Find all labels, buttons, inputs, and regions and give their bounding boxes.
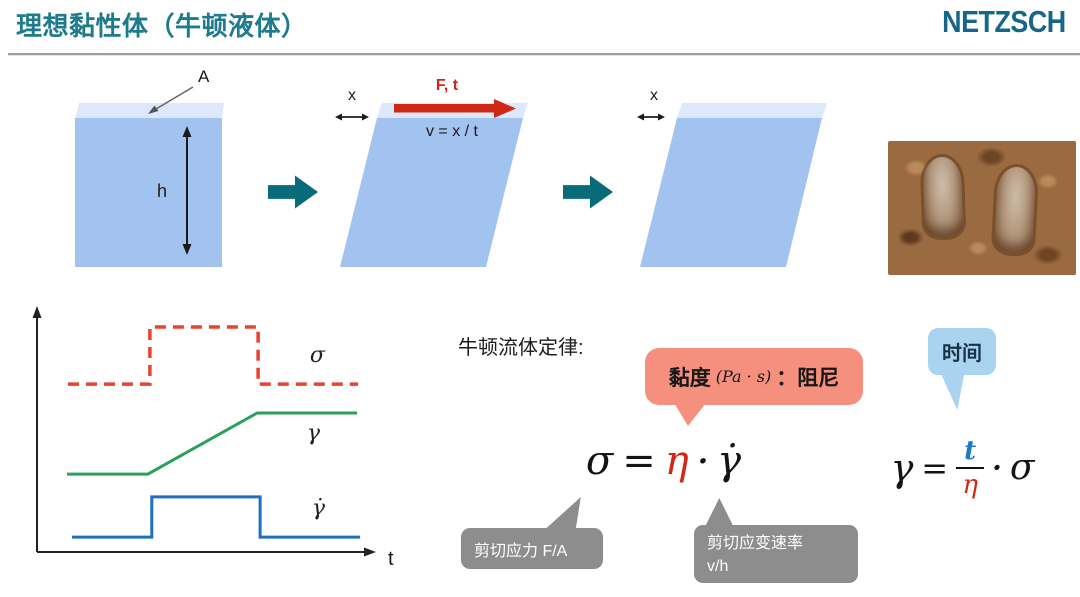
time-response-chart: σ γ γ̇ t [32, 306, 394, 570]
formula-gamma-dot: γ̇ [717, 438, 742, 484]
newton-law-heading: 牛顿流体定律: [458, 337, 584, 359]
mud-footprints-photo [888, 141, 1076, 275]
viscosity-unit: (Pa · s) [715, 367, 772, 386]
page-title: 理想黏性体（牛顿液体） [16, 11, 308, 41]
formula-denominator-eta: η [962, 469, 978, 500]
force-arrow-shaft [394, 104, 494, 113]
x-axis-arrow-icon [364, 547, 376, 557]
formula-equals: = [921, 448, 949, 487]
force-label: F, t [436, 77, 459, 94]
header-divider [8, 53, 1080, 55]
displacement-arrow-left-icon [335, 113, 342, 121]
transition-arrow-icon [563, 175, 613, 209]
y-axis-arrow-icon [32, 306, 42, 318]
height-arrow-up-icon [182, 126, 192, 137]
area-label: A [198, 67, 210, 86]
displacement-label: x [348, 87, 356, 104]
chart-series-label: γ [307, 421, 321, 446]
stress-callout-label: 剪切应力 F/A [474, 542, 568, 560]
chart-series-label: σ [310, 343, 326, 368]
chart-series-line [72, 495, 361, 539]
viscosity-callout-suffix: ：阻尼 [776, 366, 840, 390]
formula-eta: η [664, 438, 689, 484]
formula-dot: · [992, 451, 1002, 484]
formula-sigma: σ [1009, 447, 1035, 488]
stress-callout: 剪切应力 F/A [461, 528, 603, 569]
height-label: h [157, 181, 167, 201]
displacement-arrow-right-icon [362, 113, 369, 121]
sheared-block-diagram-final: x [637, 87, 827, 267]
area-pointer-line [150, 86, 194, 113]
stress-callout-tail-icon [544, 497, 581, 530]
time-callout: 时间 [928, 328, 996, 375]
footprint-right [993, 166, 1037, 254]
area-pointer-arrowhead-icon [148, 105, 159, 114]
strain-time-formula: γ = t η · σ [880, 420, 1045, 515]
chart-series-group: σ γ γ̇ [67, 325, 361, 539]
strain-rate-callout-line2: v/h [707, 558, 729, 576]
time-callout-tail-icon [940, 373, 965, 410]
viscosity-callout: 黏度 (Pa · s) ：阻尼 [645, 348, 863, 405]
block-top-face [75, 103, 224, 118]
block-body [75, 118, 222, 267]
chart-series-line [67, 411, 358, 476]
formula-dot: · [697, 443, 709, 479]
formula-equals: = [622, 438, 656, 484]
strain-rate-callout: 剪切应变速率 v/h [694, 525, 858, 583]
displacement-arrow-right-icon [658, 113, 665, 121]
footprint-left [922, 156, 964, 238]
displacement-arrow-left-icon [637, 113, 644, 121]
height-arrow-down-icon [182, 244, 192, 255]
strain-rate-callout-tail-icon [704, 498, 734, 527]
formula-numerator-t: t [956, 436, 985, 469]
formula-sigma: σ [585, 438, 614, 484]
block-top-face [677, 103, 827, 118]
strain-rate-callout-line1: 剪切应变速率 [707, 535, 804, 552]
sheared-block-diagram: x F, t v = x / t [335, 77, 528, 267]
block-body [640, 118, 822, 267]
displacement-label: x [650, 87, 658, 104]
chart-xlabel: t [388, 548, 394, 570]
newton-law-formula: σ = η · γ̇ [556, 430, 771, 492]
viscosity-callout-tail-icon [674, 404, 706, 426]
velocity-label: v = x / t [426, 123, 479, 140]
undeformed-block-diagram: A h [75, 67, 224, 267]
chart-series-label: γ̇ [312, 496, 326, 521]
block-body [340, 118, 523, 267]
force-arrow-head-icon [494, 99, 516, 118]
formula-gamma: γ [890, 445, 914, 490]
netzsch-logo: NETZSCH [942, 5, 1066, 39]
formula-fraction: t η [956, 436, 985, 500]
viscosity-callout-prefix: 黏度 [668, 366, 711, 390]
